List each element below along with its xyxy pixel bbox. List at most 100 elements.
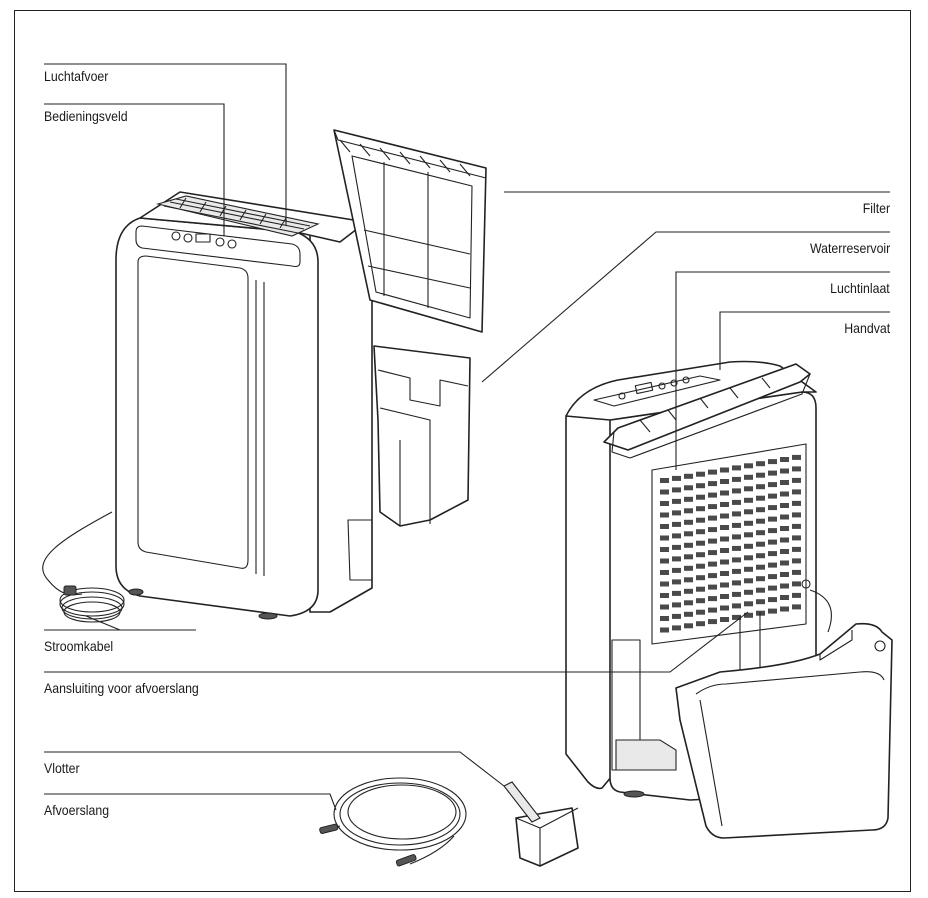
grille-slat bbox=[684, 611, 693, 617]
grille-slat bbox=[720, 479, 729, 484]
front-unit bbox=[42, 191, 373, 623]
grille-slat bbox=[744, 532, 753, 538]
grille-slat bbox=[720, 559, 729, 565]
label-waterreservoir: Waterreservoir bbox=[809, 240, 890, 256]
grille-slat bbox=[720, 571, 729, 576]
grille-slat bbox=[660, 501, 669, 506]
grille-slat bbox=[696, 517, 705, 523]
label-luchtinlaat: Luchtinlaat bbox=[830, 280, 890, 296]
grille-slat bbox=[672, 590, 681, 596]
grille-slat bbox=[780, 514, 789, 520]
rear-unit-side bbox=[565, 405, 613, 790]
grille-slat bbox=[684, 588, 693, 594]
grille-slat bbox=[756, 541, 765, 547]
grille-slat bbox=[696, 552, 705, 558]
grille-slat bbox=[660, 478, 669, 483]
grille-slat bbox=[660, 489, 669, 495]
grille-slat bbox=[732, 488, 741, 494]
grille-slat bbox=[696, 621, 705, 627]
grille-slat bbox=[792, 535, 801, 541]
grille-slat bbox=[780, 560, 789, 566]
label-handvat: Handvat bbox=[844, 320, 890, 336]
grille-slat bbox=[708, 584, 717, 590]
grille-slat bbox=[756, 553, 765, 559]
grille-slat bbox=[696, 586, 705, 592]
drain-hose-coil bbox=[319, 777, 467, 867]
grille-slat bbox=[708, 481, 717, 487]
grille-slat bbox=[696, 598, 705, 604]
grille-slat bbox=[732, 534, 741, 540]
grille-slat bbox=[744, 520, 753, 526]
power-plug bbox=[59, 585, 125, 623]
grille-slat bbox=[780, 503, 789, 508]
grille-slat bbox=[744, 509, 753, 515]
grille-slat bbox=[744, 486, 753, 492]
grille-slat bbox=[708, 596, 717, 602]
grille-slat bbox=[744, 566, 753, 572]
grille-slat bbox=[744, 497, 753, 503]
grille-slat bbox=[744, 474, 753, 480]
grille-slat bbox=[696, 563, 705, 569]
grille-slat bbox=[768, 608, 777, 614]
filter-part bbox=[333, 129, 487, 333]
label-bedieningsveld: Bedieningsveld bbox=[44, 108, 128, 124]
grille-slat bbox=[792, 604, 801, 610]
grille-slat bbox=[768, 528, 777, 534]
grille-slat bbox=[720, 536, 729, 542]
front-unit-body bbox=[115, 217, 319, 617]
grille-slat bbox=[768, 505, 777, 511]
grille-slat bbox=[660, 616, 669, 621]
grille-slat bbox=[792, 523, 801, 529]
grille-slat bbox=[660, 558, 669, 564]
water-tank-left bbox=[373, 345, 471, 527]
grille-slat bbox=[696, 609, 705, 615]
grille-slat bbox=[792, 454, 801, 460]
grille-slat bbox=[792, 546, 801, 552]
grille-slat bbox=[732, 591, 741, 597]
grille-slat bbox=[696, 494, 705, 500]
grille-slat bbox=[780, 537, 789, 543]
grille-slat bbox=[684, 623, 693, 629]
grille-slat bbox=[780, 583, 789, 589]
grille-slat bbox=[708, 504, 717, 510]
label-vlotter: Vlotter bbox=[44, 760, 80, 776]
grille-slat bbox=[732, 476, 741, 482]
drain-hose-stub bbox=[809, 589, 832, 633]
grille-slat bbox=[732, 580, 741, 586]
grille-slat bbox=[720, 513, 729, 519]
grille-slat bbox=[780, 480, 789, 485]
rear-unit-top bbox=[565, 360, 817, 421]
grille-slat bbox=[684, 565, 693, 571]
grille-slat bbox=[780, 595, 789, 600]
grille-slat bbox=[768, 585, 777, 591]
grille-slat bbox=[708, 469, 717, 475]
grille-slat bbox=[684, 577, 693, 583]
grille-slat bbox=[756, 564, 765, 570]
grille-slat bbox=[792, 569, 801, 575]
grille-slat bbox=[684, 473, 693, 479]
grille-slat bbox=[744, 463, 753, 469]
grille-slat bbox=[768, 470, 777, 476]
grille-slat bbox=[756, 518, 765, 524]
grille-slat bbox=[660, 570, 669, 575]
grille-slat bbox=[756, 484, 765, 490]
label-luchtafvoer: Luchtafvoer bbox=[44, 68, 109, 84]
grille-slat bbox=[768, 551, 777, 557]
grille-slat bbox=[732, 603, 741, 609]
grille-slat bbox=[732, 557, 741, 563]
grille-slat bbox=[792, 500, 801, 506]
grille-slat bbox=[684, 496, 693, 502]
grille-slat bbox=[792, 592, 801, 598]
air-inlet-grille bbox=[651, 443, 807, 645]
grille-slat bbox=[672, 567, 681, 573]
grille-slat bbox=[780, 606, 789, 612]
grille-slat bbox=[732, 511, 741, 517]
leader-lines bbox=[44, 63, 890, 811]
grille-slat bbox=[744, 555, 753, 561]
rear-control-panel bbox=[593, 375, 721, 407]
grille-slat bbox=[744, 578, 753, 584]
grille-slat bbox=[732, 545, 741, 551]
grille-slat bbox=[756, 576, 765, 582]
grille-slat bbox=[792, 512, 801, 518]
